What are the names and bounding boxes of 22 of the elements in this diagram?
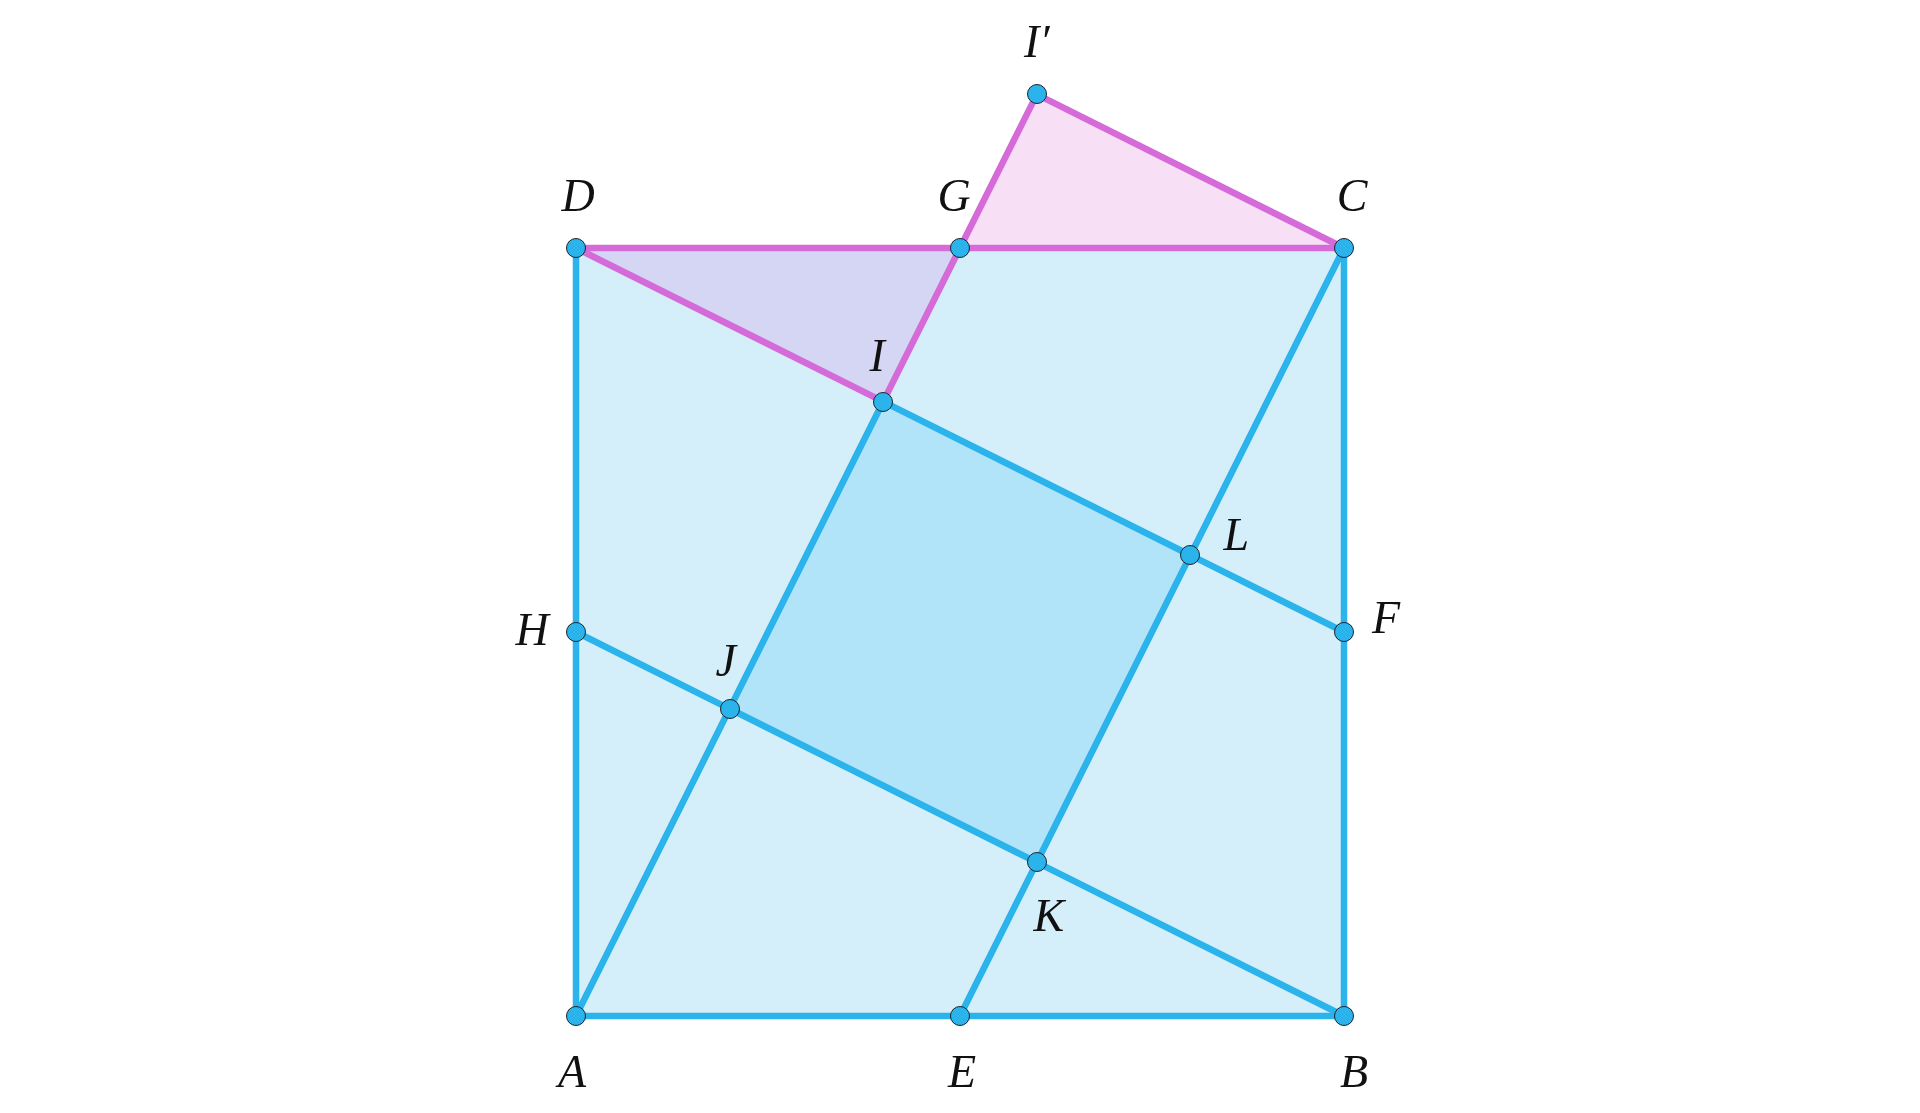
point-label: F bbox=[1371, 595, 1401, 641]
point-label: E bbox=[947, 1049, 977, 1095]
point-label: D bbox=[561, 173, 595, 219]
line-segment bbox=[735, 710, 1032, 862]
point-label: J bbox=[715, 637, 736, 684]
point-label: I bbox=[869, 332, 885, 379]
point-label: C bbox=[1336, 173, 1368, 219]
line-segment bbox=[1038, 560, 1190, 857]
point-label: L bbox=[1223, 512, 1250, 559]
point-label: G bbox=[937, 173, 971, 219]
line-segment bbox=[888, 402, 1185, 554]
point-label: K bbox=[1033, 893, 1065, 940]
line-segment bbox=[581, 249, 878, 401]
line-segment bbox=[1196, 556, 1339, 631]
point-label: B bbox=[1339, 1049, 1369, 1095]
line-segment bbox=[730, 407, 882, 704]
line-segment bbox=[1042, 95, 1339, 247]
line-segment bbox=[1042, 863, 1339, 1015]
point-label: H bbox=[515, 607, 549, 653]
point-label: I′ bbox=[1024, 19, 1050, 66]
line-segment bbox=[581, 633, 724, 708]
point-label: A bbox=[557, 1049, 587, 1095]
